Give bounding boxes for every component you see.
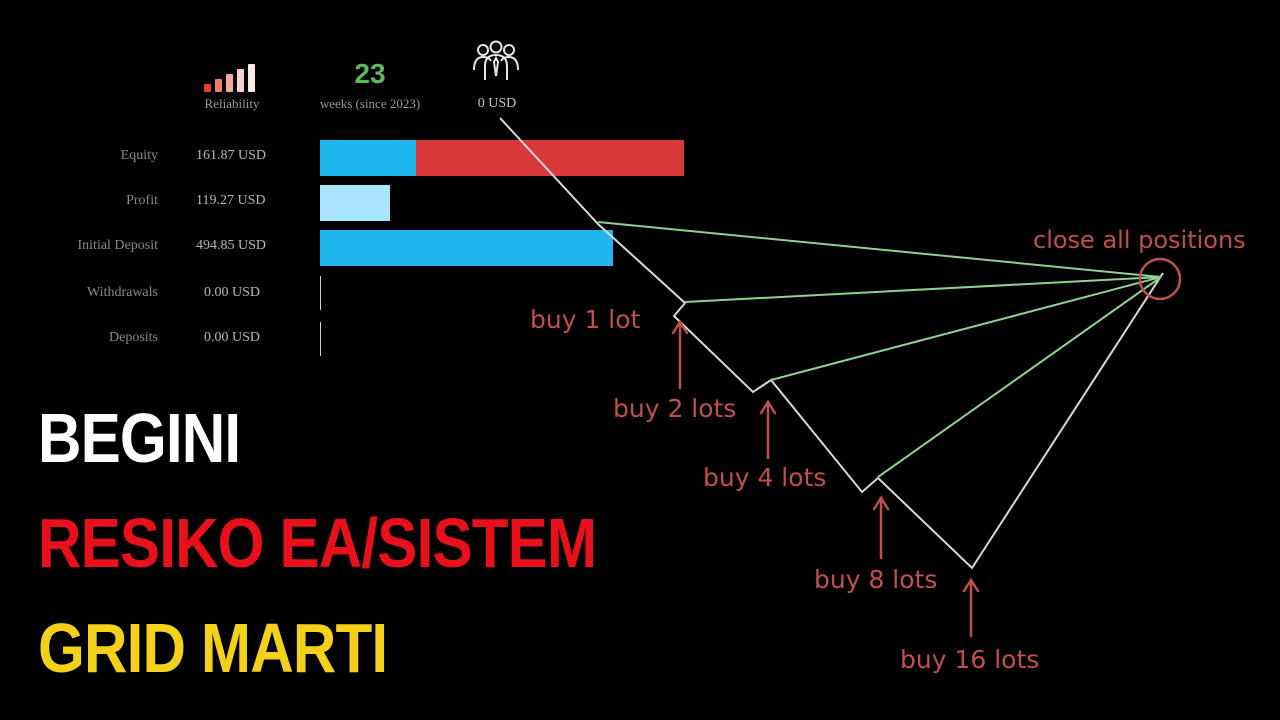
withdrawals-bar xyxy=(320,276,321,310)
step-label-3: buy 4 lots xyxy=(703,463,827,492)
price-path xyxy=(499,117,1164,570)
reliability-bar xyxy=(237,69,244,92)
weeks-count: 23 xyxy=(354,58,386,89)
row-label-profit: Profit xyxy=(126,193,158,208)
close-all-label: close all positions xyxy=(1033,226,1246,254)
reliability-bar xyxy=(204,84,211,92)
target-line-1 xyxy=(597,221,1162,278)
step-label-5: buy 16 lots xyxy=(900,645,1040,674)
target-line-4 xyxy=(877,276,1162,478)
headline-line-1: BEGINI xyxy=(38,399,241,477)
equity-bar-red xyxy=(416,140,684,176)
row-label-initial-deposit: Initial Deposit xyxy=(77,238,159,253)
row-label-deposits: Deposits xyxy=(109,330,158,345)
subscribers-value: 0 USD xyxy=(477,96,517,111)
arrow-up-icon xyxy=(759,399,777,460)
headline-line-3: GRID MARTI xyxy=(38,609,388,687)
reliability-icon xyxy=(204,62,264,92)
arrow-up-icon xyxy=(962,577,980,638)
step-label-2: buy 2 lots xyxy=(613,394,737,423)
arrow-up-icon xyxy=(872,495,890,560)
row-label-withdrawals: Withdrawals xyxy=(87,285,158,300)
reliability-bar xyxy=(226,74,233,92)
deposits-bar xyxy=(320,322,321,356)
subscribers-icon xyxy=(473,40,519,80)
reliability-bar xyxy=(215,79,222,92)
row-value-profit: 119.27 USD xyxy=(196,193,266,208)
target-line-2 xyxy=(684,276,1162,303)
row-value-equity: 161.87 USD xyxy=(196,148,267,163)
equity-bar-blue xyxy=(320,140,416,176)
row-value-initial-deposit: 494.85 USD xyxy=(196,238,267,253)
headline-line-2: RESIKO EA/SISTEM xyxy=(38,504,597,582)
step-label-4: buy 8 lots xyxy=(814,565,938,594)
weeks-label: weeks (since 2023) xyxy=(319,96,421,111)
row-value-withdrawals: 0.00 USD xyxy=(204,285,261,300)
reliability-label: Reliability xyxy=(204,96,260,111)
arrow-up-icon xyxy=(671,319,689,390)
row-value-deposits: 0.00 USD xyxy=(204,330,261,345)
reliability-bar xyxy=(248,64,255,92)
target-line-3 xyxy=(770,276,1162,381)
profit-bar xyxy=(320,185,390,221)
close-all-circle xyxy=(1138,257,1182,301)
step-label-1: buy 1 lot xyxy=(530,305,641,334)
row-label-equity: Equity xyxy=(120,148,158,163)
initial-deposit-bar xyxy=(320,230,613,266)
